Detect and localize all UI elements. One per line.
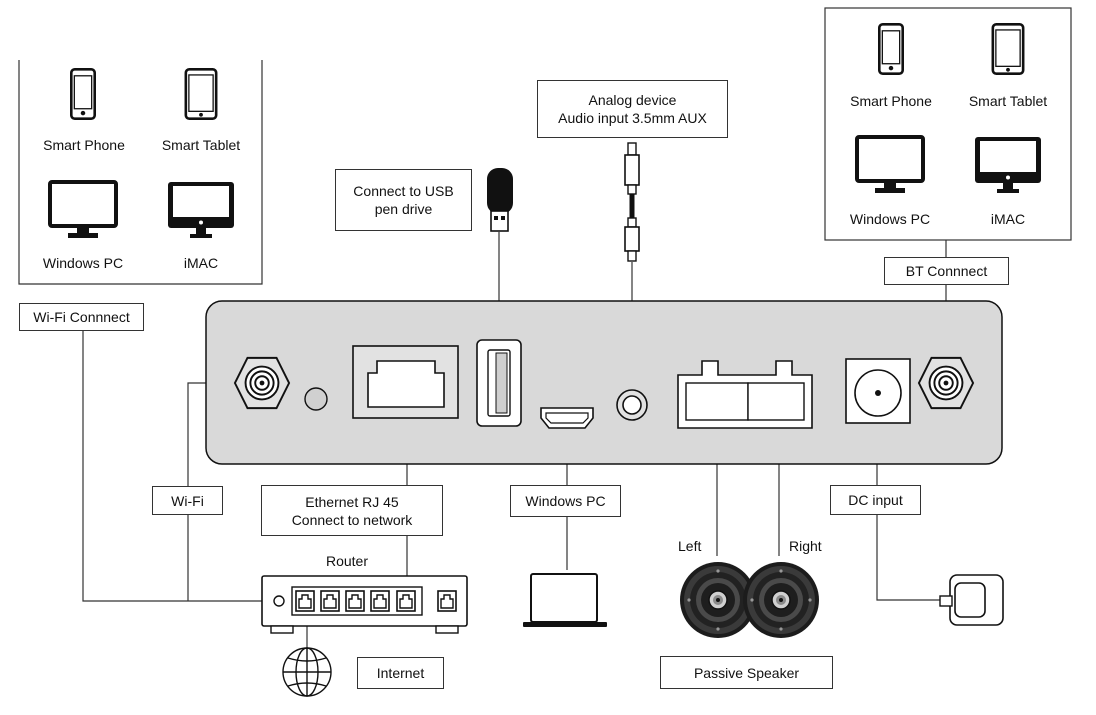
- passive-speaker-label: Passive Speaker: [660, 656, 833, 689]
- hdmi-port-icon[interactable]: [540, 407, 594, 429]
- right-device-frame: [824, 7, 1072, 241]
- smart-tablet-icon: [991, 23, 1025, 75]
- left-smart-phone-label: Smart Phone: [43, 137, 125, 153]
- wifi-connect-line: [82, 318, 263, 602]
- globe-icon: [282, 647, 332, 697]
- left-device-frame: [18, 60, 263, 285]
- right-smart-phone-label: Smart Phone: [850, 93, 932, 109]
- left-device-group: [18, 60, 263, 285]
- ethernet-text-line2: Connect to network: [291, 511, 413, 528]
- wifi-connect-text: Wi-Fi Connnect: [33, 309, 130, 325]
- main-device: [205, 300, 1003, 465]
- windows-pc-hdmi-text: Windows PC: [525, 493, 606, 509]
- left-imac-label: iMAC: [183, 255, 219, 271]
- windows-pc-icon: [48, 180, 118, 240]
- wifi-text: Wi-Fi: [171, 492, 204, 509]
- imac-icon: [975, 137, 1041, 193]
- right-speaker-label: Right: [789, 538, 822, 554]
- aux-cable-icon: [624, 142, 640, 262]
- wifi-antenna-port-icon: [233, 356, 291, 410]
- bt-connect-text: BT Connnect: [905, 263, 988, 279]
- right-speaker-icon: [742, 561, 820, 639]
- analog-device-text-line1: Analog device: [588, 92, 677, 108]
- windows-pc-icon: [855, 135, 925, 195]
- right-imac-label: iMAC: [990, 211, 1026, 227]
- ethernet-port-icon[interactable]: [352, 345, 459, 419]
- usb-pen-drive-icon: [487, 168, 513, 232]
- laptop-icon: [523, 573, 607, 627]
- ethernet-text-line1: Ethernet RJ 45: [305, 493, 399, 510]
- power-adapter-icon: [939, 574, 1004, 626]
- reset-button[interactable]: [304, 387, 328, 411]
- wifi-connect-label: Wi-Fi Connnect: [19, 303, 144, 331]
- windows-pc-hdmi-label: Windows PC: [510, 485, 621, 517]
- right-windows-pc-label: Windows PC: [849, 211, 931, 227]
- analog-device-label: Analog device Audio input 3.5mm AUX: [537, 80, 728, 138]
- ethernet-label: Ethernet RJ 45 Connect to network: [261, 485, 443, 536]
- smart-tablet-icon: [184, 68, 218, 120]
- dc-line: [876, 412, 945, 601]
- wifi-label: Wi-Fi: [152, 486, 223, 515]
- right-device-group: [824, 7, 1072, 241]
- internet-label: Internet: [357, 657, 444, 689]
- right-smart-tablet-label: Smart Tablet: [968, 93, 1048, 109]
- dc-input-label: DC input: [830, 485, 921, 515]
- analog-device-text-line2: Audio input 3.5mm AUX: [558, 110, 707, 126]
- smart-phone-icon: [69, 68, 97, 120]
- internet-text: Internet: [376, 665, 425, 681]
- usb-pen-drive-label: Connect to USB pen drive: [335, 169, 472, 231]
- bt-connect-label: BT Connnect: [884, 257, 1009, 285]
- dc-input-text: DC input: [848, 492, 903, 508]
- router-icon: [261, 575, 468, 634]
- smart-phone-icon: [877, 23, 905, 75]
- usb-pen-drive-text-line2: pen drive: [374, 201, 433, 217]
- imac-icon: [168, 182, 234, 238]
- left-smart-tablet-label: Smart Tablet: [161, 137, 241, 153]
- speaker-terminal-icon[interactable]: [677, 360, 813, 429]
- router-label: Router: [325, 553, 369, 569]
- bt-antenna-port-icon: [917, 356, 975, 410]
- dc-jack-icon[interactable]: [845, 358, 911, 424]
- left-speaker-label: Left: [678, 538, 702, 554]
- passive-speaker-text: Passive Speaker: [693, 664, 800, 681]
- aux-jack-icon[interactable]: [616, 389, 648, 421]
- usb-pen-drive-text-line1: Connect to USB: [353, 183, 454, 199]
- left-windows-pc-label: Windows PC: [42, 255, 124, 271]
- usb-port-icon[interactable]: [476, 339, 522, 427]
